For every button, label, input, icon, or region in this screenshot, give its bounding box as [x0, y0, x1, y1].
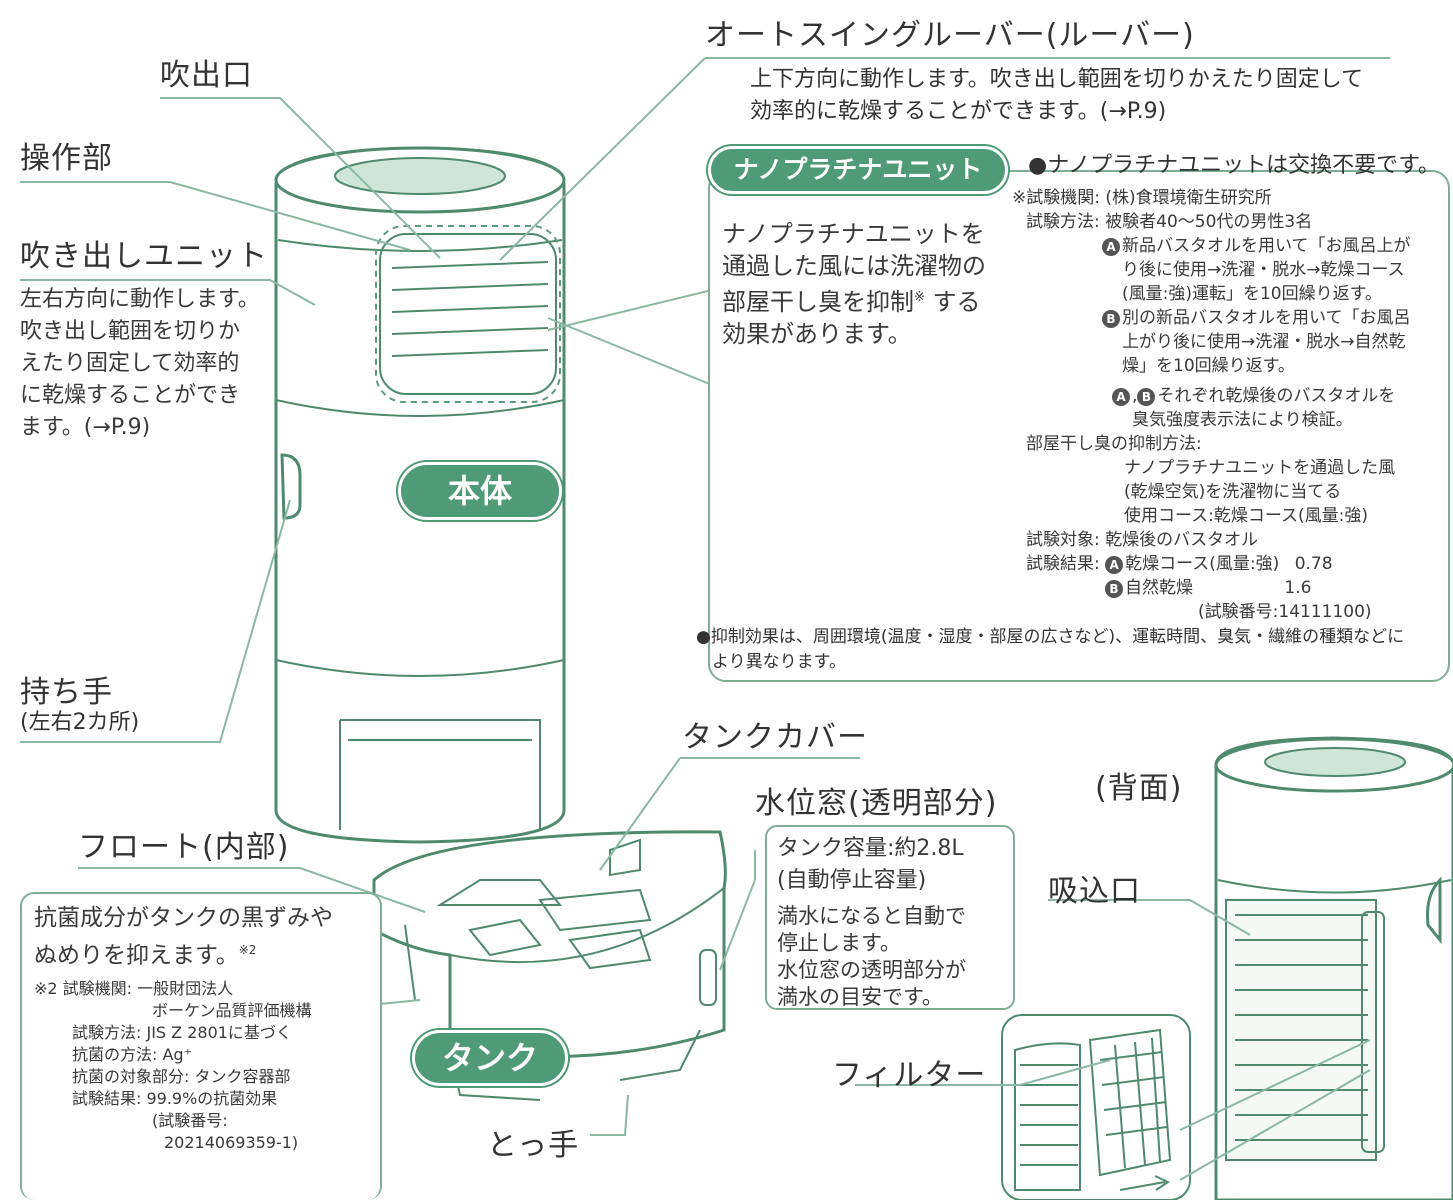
blow-unit-desc-line: 吹き出し範囲を切りか [20, 319, 241, 344]
nano-desc-text: 部屋干し臭を抑制 [722, 288, 914, 316]
nano-footnote-line-1: ●抑制効果は、周囲環境(温度・湿度・部屋の広さなど)、運転時間、臭気・繊維の種類… [696, 627, 1405, 647]
nano-test-lab: ※試験機関: (株)食環境衛生研究所 [1012, 188, 1272, 208]
nano-suppress-line: ナノプラチナユニットを通過した風 [1124, 458, 1396, 478]
antibac-detail-line: ボーケン品質評価機構 [152, 1000, 312, 1020]
marker-separator: , [1132, 386, 1138, 406]
nano-a-line: り後に使用→洗濯・脱水→乾燥コース [1122, 260, 1405, 280]
control-panel-label: 操作部 [20, 141, 113, 176]
intake-label: 吸込口 [1048, 874, 1141, 909]
tank-badge: タンク [412, 1030, 568, 1086]
back-view-label: (背面) [1095, 771, 1183, 806]
marker-b-icon: B [1102, 310, 1120, 328]
nano-footnote-line-2: より異なります。 [712, 652, 846, 672]
body-badge: 本体 [398, 462, 562, 520]
antibac-title-line-2: ぬめりを抑えます。※2 [34, 934, 368, 972]
handle-label: 持ち手 [20, 675, 113, 710]
filter-label: フィルター [832, 1058, 987, 1093]
tank-cover-label: タンクカバー [682, 720, 868, 755]
nano-result-a-value: 0.78 [1294, 554, 1333, 574]
tank-capacity-text: タンク容量:約2.8L [777, 836, 964, 861]
marker-b-icon: B [1137, 388, 1156, 406]
filter-inset-illustration [1001, 1014, 1191, 1200]
antibac-detail-line: 抗菌の方法: Ag⁺ [72, 1044, 193, 1064]
nano-suppress-line: 使用コース:乾燥コース(風量:強) [1124, 506, 1369, 526]
louver-label: オートスイングルーバー(ルーバー) [705, 18, 1195, 53]
antibac-detail-line: 試験方法: JIS Z 2801に基づく [72, 1022, 292, 1042]
handle-sub-label: (左右2カ所) [20, 710, 140, 735]
antibac-title-text: ぬめりを抑えます。 [34, 942, 239, 969]
footnote-mark: ※ [914, 290, 925, 305]
nano-ab-line: 臭気強度表示法により検証。 [1132, 410, 1353, 430]
nano-result-a-name: 乾燥コース(風量:強) [1125, 554, 1280, 574]
antibac-detail-line: 試験結果: 99.9%の抗菌効果 [72, 1088, 278, 1108]
nano-desc-line: ナノプラチナユニットを [722, 220, 985, 248]
outlet-label: 吹出口 [160, 58, 253, 93]
nano-suppress-line: (乾燥空気)を洗濯物に当てる [1124, 482, 1342, 502]
nano-platinum-panel [708, 170, 1450, 682]
antibac-detail-line: ※2 試験機関: 一般財団法人 [34, 978, 234, 998]
nano-desc-line: 効果があります。 [722, 320, 912, 348]
nano-b-line: 燥」を10回繰り返す。 [1122, 356, 1295, 376]
tank-capacity-panel: タンク容量:約2.8L (自動停止容量) 満水になると自動で 停止します。 水位… [765, 825, 1015, 1010]
nano-b-line: 上がり後に使用→洗濯・脱水→自然乾 [1122, 332, 1406, 352]
antibac-detail-line: (試験番号: [152, 1110, 228, 1130]
blow-unit-description: 左右方向に動作します。 吹き出し範囲を切りか えたり固定して効率的 に乾燥するこ… [20, 284, 260, 444]
louver-description-line-1: 上下方向に動作します。吹き出し範囲を切りかえたり固定して [750, 67, 1364, 92]
marker-a-icon: A [1112, 388, 1130, 406]
antibacterial-panel: 抗菌成分がタンクの黒ずみや ぬめりを抑えます。※2 ※2 試験機関: 一般財団法… [20, 892, 382, 1200]
blow-unit-desc-line: ます。(→P.9) [20, 415, 151, 440]
antibac-detail-line: 20214069359-1) [164, 1132, 299, 1152]
nano-desc-line: 通過した風には洗濯物の [722, 252, 986, 280]
nano-result-b-value: 1.6 [1284, 578, 1312, 598]
blow-unit-desc-line: 左右方向に動作します。 [20, 287, 260, 312]
nano-result-label: 試験結果: [1026, 554, 1100, 574]
nano-a-line: (風量:強)運転」を10回繰り返す。 [1122, 284, 1382, 304]
nano-no-replace-note: ●ナノプラチナユニットは交換不要です。 [1028, 153, 1440, 178]
water-window-label: 水位窓(透明部分) [755, 786, 998, 821]
nano-a-line: 新品バスタオルを用いて「お風呂上が [1122, 236, 1411, 256]
footnote-mark: ※2 [238, 943, 257, 957]
tank-desc-line: 満水の目安です。 [777, 985, 943, 1009]
grip-label: とっ手 [487, 1128, 580, 1163]
blow-unit-label: 吹き出しユニット [20, 239, 268, 274]
nano-platinum-badge: ナノプラチナユニット [708, 146, 1008, 194]
louver-description-line-2: 効率的に乾燥することができます。(→P.9) [750, 99, 1167, 124]
antibac-title-line-1: 抗菌成分がタンクの黒ずみや [34, 905, 333, 931]
float-label: フロート(内部) [78, 830, 290, 865]
nano-test-details: ※試験機関: (株)食環境衛生研究所 試験方法: 被験者40〜50代の男性3名 … [1012, 186, 1411, 624]
tank-desc-line: 停止します。 [777, 931, 901, 955]
blow-unit-desc-line: に乾燥することができ [20, 383, 241, 408]
marker-a-icon: A [1105, 556, 1124, 574]
nano-desc-line-3: 部屋干し臭を抑制※ する [722, 282, 986, 318]
nano-desc-suffix: する [924, 288, 981, 316]
tank-desc-line: 水位窓の透明部分が [777, 958, 966, 982]
nano-suppress-label: 部屋干し臭の抑制方法: [1026, 434, 1202, 454]
blow-unit-desc-line: えたり固定して効率的 [20, 351, 240, 376]
tank-desc-line: 満水になると自動で [777, 904, 966, 928]
back-unit-illustration [1214, 736, 1453, 1200]
nano-test-number: (試験番号:14111100) [1198, 602, 1372, 622]
marker-a-icon: A [1102, 238, 1120, 256]
tank-auto-stop-text: (自動停止容量) [777, 868, 927, 893]
antibac-detail-line: 抗菌の対象部分: タンク容器部 [72, 1066, 291, 1086]
nano-b-line: 別の新品バスタオルを用いて「お風呂 [1122, 308, 1411, 328]
nano-result-b-name: 自然乾燥 [1125, 578, 1193, 598]
nano-test-method: 試験方法: 被験者40〜50代の男性3名 [1026, 212, 1313, 232]
marker-b-icon: B [1105, 580, 1123, 598]
nano-test-target: 試験対象: 乾燥後のバスタオル [1026, 530, 1259, 550]
nano-description: ナノプラチナユニットを 通過した風には洗濯物の 部屋干し臭を抑制※ する 効果が… [722, 218, 986, 350]
nano-ab-line: それぞれ乾燥後のバスタオルを [1157, 386, 1396, 406]
tank-illustration [372, 830, 727, 1101]
